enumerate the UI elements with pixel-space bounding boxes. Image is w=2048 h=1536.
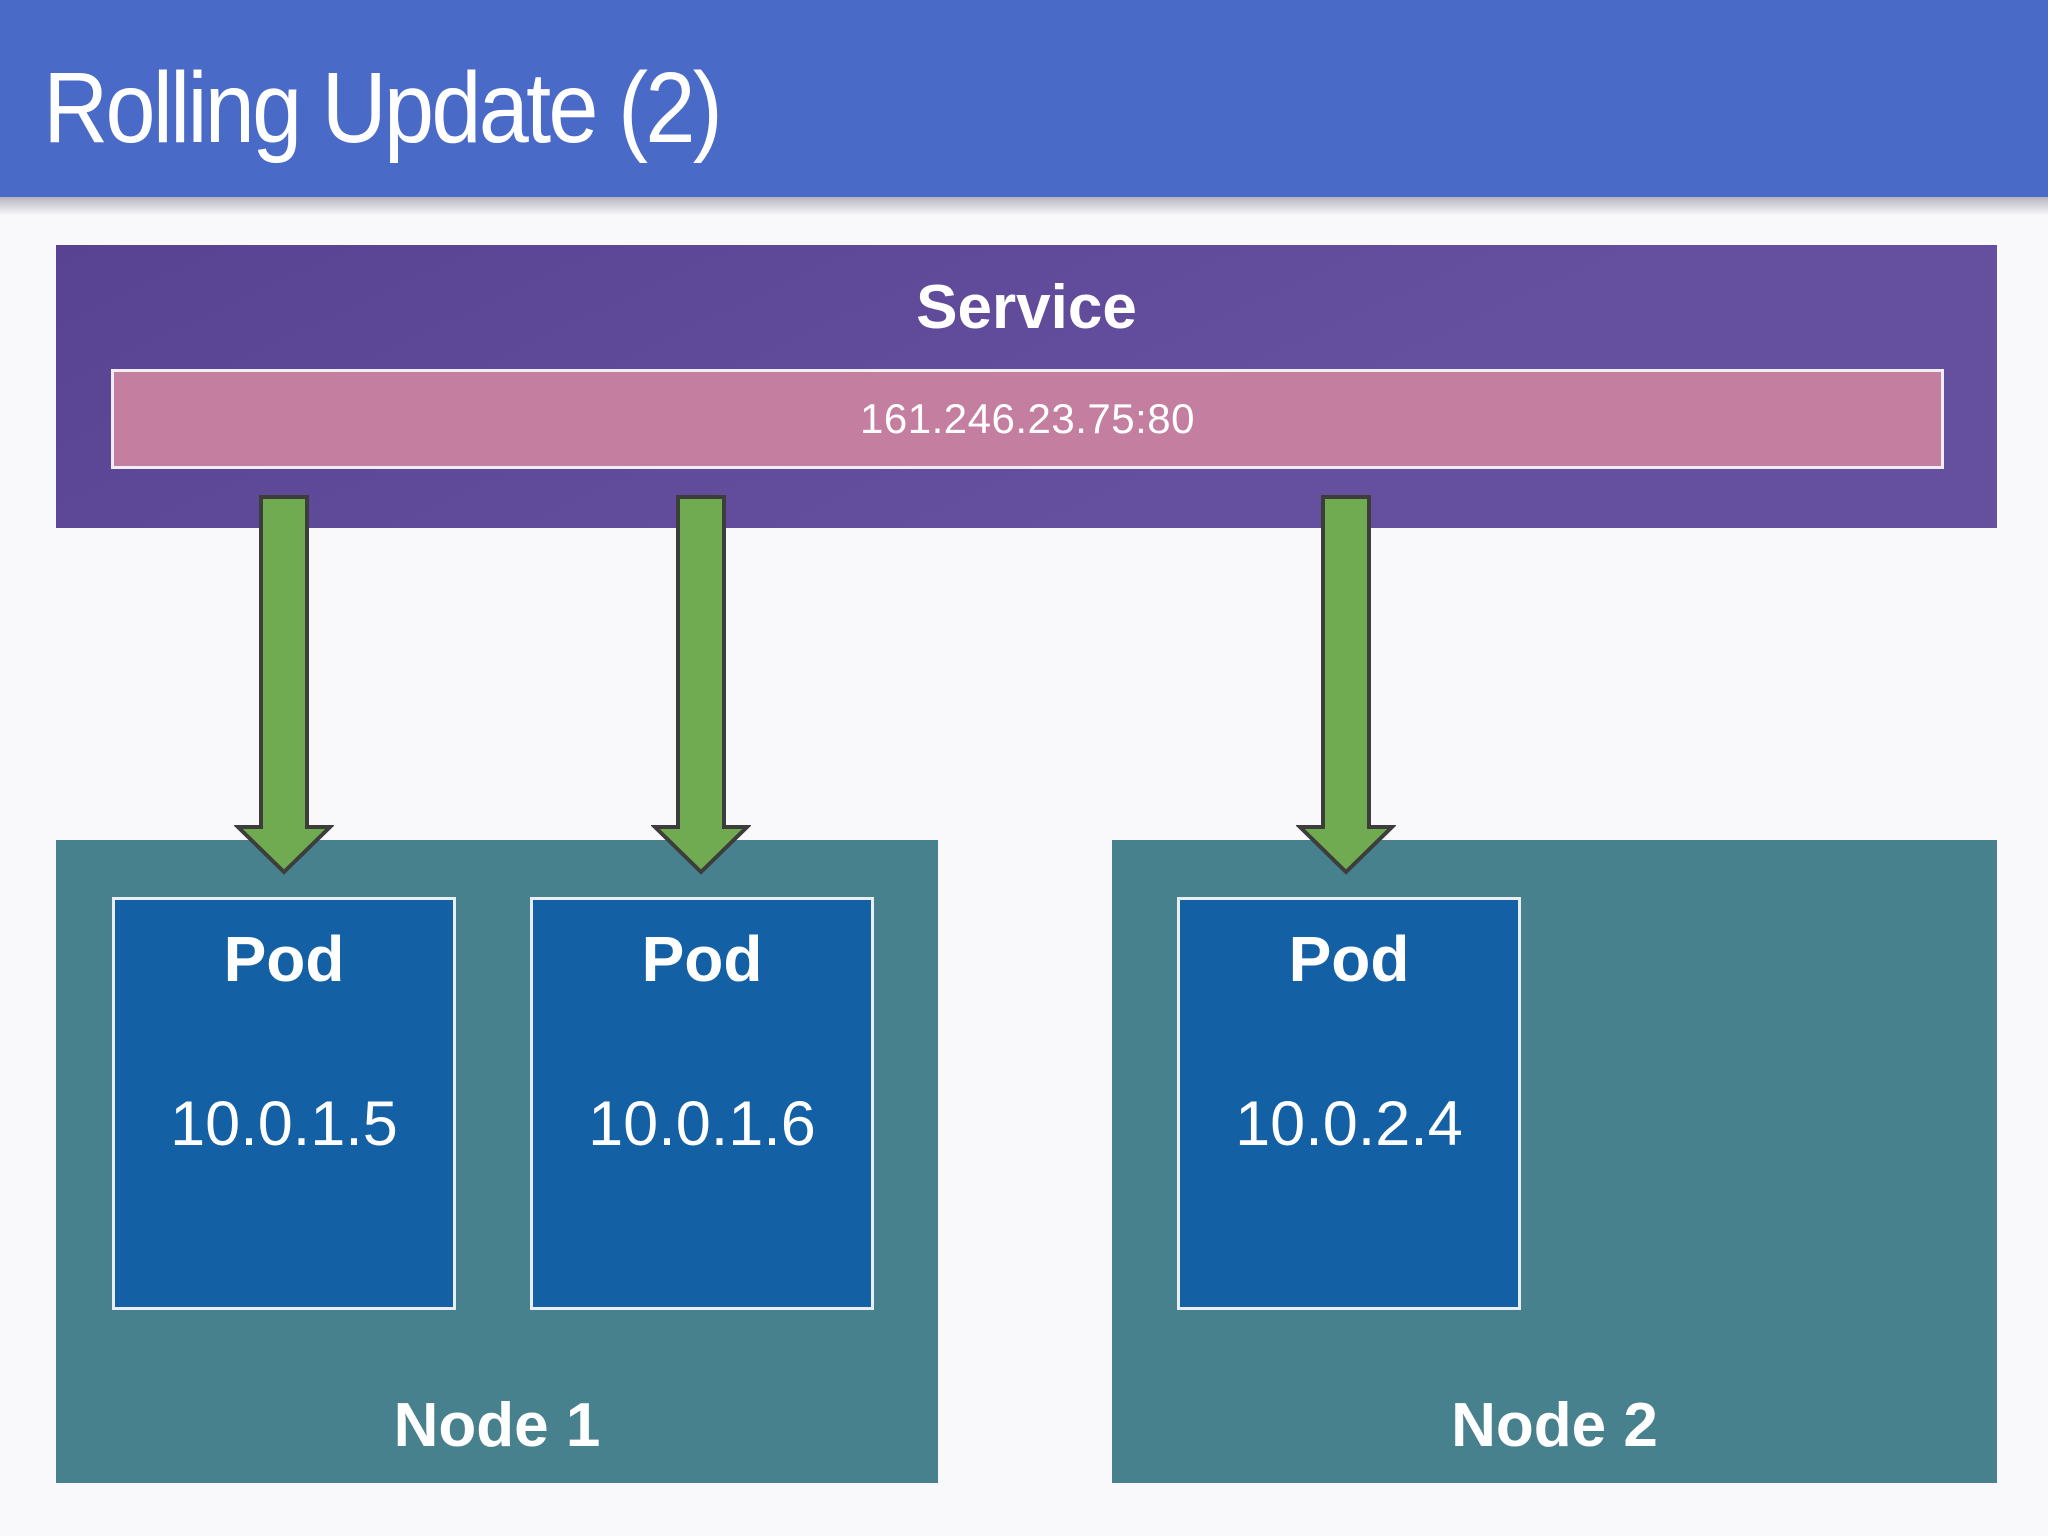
- pod-label: Pod: [641, 923, 763, 995]
- pod-box: Pod 10.0.1.5: [112, 897, 456, 1310]
- down-arrow-icon: [234, 495, 334, 875]
- service-box: Service 161.246.23.75:80: [56, 245, 1997, 528]
- service-endpoint: 161.246.23.75:80: [860, 395, 1195, 442]
- pod-box: Pod 10.0.2.4: [1177, 897, 1521, 1310]
- node-2-box: Pod 10.0.2.4 Node 2: [1112, 840, 1997, 1483]
- pod-label: Pod: [223, 923, 345, 995]
- down-arrow-icon: [1296, 495, 1396, 875]
- service-endpoint-box: 161.246.23.75:80: [111, 369, 1944, 469]
- node-1-box: Pod 10.0.1.5 Pod 10.0.1.6 Node 1: [56, 840, 938, 1483]
- pod-ip: 10.0.1.5: [170, 1089, 398, 1159]
- pod-ip: 10.0.2.4: [1235, 1089, 1463, 1159]
- pod-label: Pod: [1288, 923, 1410, 995]
- pod-ip: 10.0.1.6: [588, 1089, 816, 1159]
- service-label: Service: [916, 272, 1137, 342]
- node-label: Node 2: [1451, 1391, 1658, 1460]
- pod-box: Pod 10.0.1.6: [530, 897, 874, 1310]
- node-label: Node 1: [393, 1391, 601, 1460]
- header-bar: Rolling Update (2): [0, 0, 2048, 197]
- slide-title: Rolling Update (2): [43, 52, 722, 164]
- down-arrow-icon: [651, 495, 751, 875]
- header-shadow: [0, 197, 2048, 215]
